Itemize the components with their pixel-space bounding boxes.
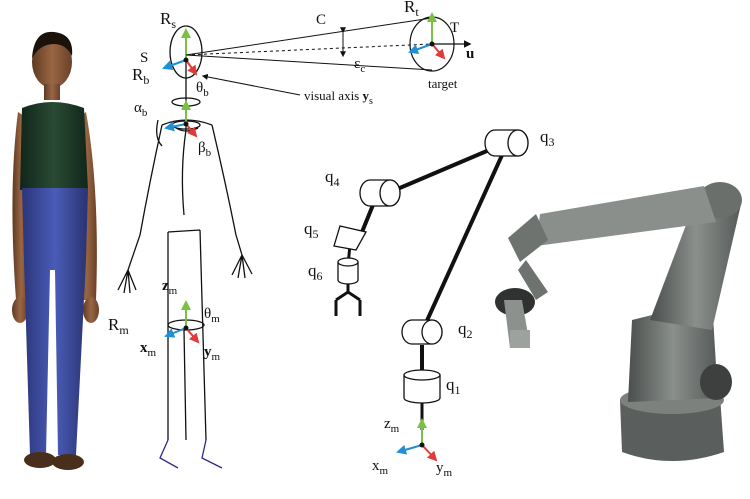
label-theta-m: θm	[204, 306, 220, 325]
label-u: u	[466, 46, 474, 62]
mannequin-skeleton	[117, 25, 253, 469]
label-q1: q1	[446, 375, 461, 397]
label-T: T	[450, 20, 459, 36]
target-frame	[408, 12, 472, 72]
label-Rs: Rs	[160, 9, 176, 31]
robot-base-axes	[396, 418, 438, 462]
label-S: S	[140, 50, 148, 66]
diagram-labels: Rs S Rb θb αb βb C Rt T u εc target visu…	[108, 0, 555, 479]
label-target: target	[428, 76, 458, 91]
robot-arm-render	[495, 182, 742, 461]
visual-cone	[185, 17, 433, 96]
label-q2: q2	[458, 319, 473, 341]
label-q6: q6	[308, 261, 323, 283]
label-C: C	[316, 12, 326, 28]
label-Rb: Rb	[132, 65, 149, 87]
label-beta-b: βb	[198, 140, 212, 159]
label-q3: q3	[540, 127, 555, 149]
label-xm-left: xm	[140, 340, 157, 359]
label-eps-c: εc	[354, 56, 365, 75]
label-visual-axis: visual axis ys	[304, 88, 373, 107]
label-q4: q4	[325, 167, 340, 189]
robot-kinematic-sketch	[333, 129, 529, 430]
head-frame-axes	[162, 28, 198, 76]
body-frame-axes	[164, 100, 198, 138]
label-zm-right: zm	[384, 416, 400, 435]
label-xm-right: xm	[372, 458, 389, 477]
label-theta-b: θb	[196, 80, 209, 99]
label-q5: q5	[304, 219, 319, 241]
label-ym-left: ym	[204, 344, 221, 363]
label-alpha-b: αb	[134, 100, 148, 119]
label-ym-right: ym	[436, 460, 453, 479]
label-zm-left: zm	[162, 278, 178, 297]
label-Rt: Rt	[404, 0, 419, 19]
human-figure	[12, 31, 99, 470]
label-Rm: Rm	[108, 315, 129, 337]
hip-frame-axes	[164, 300, 200, 344]
